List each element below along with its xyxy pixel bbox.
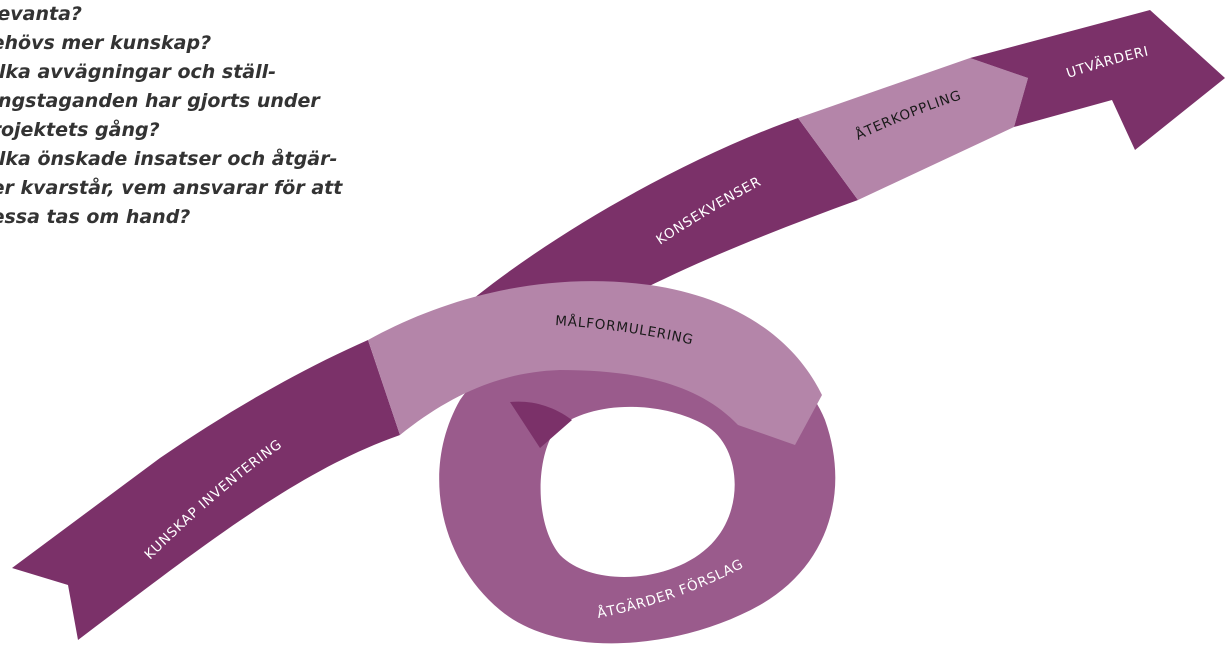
question-line: behövs mer kunskap? bbox=[0, 32, 212, 54]
ribbon-notch bbox=[510, 401, 572, 448]
reflection-questions: elevanta? behövs mer kunskap? Vilka avvä… bbox=[0, 0, 342, 232]
ribbon-utvardering bbox=[970, 10, 1225, 150]
question-line: dessa tas om hand? bbox=[0, 206, 191, 228]
ribbon-malformulering bbox=[368, 281, 822, 445]
question-line: elevanta? bbox=[0, 3, 82, 25]
ribbon-kunskap bbox=[12, 340, 400, 640]
question-line: Vilka avvägningar och ställ- bbox=[0, 61, 277, 83]
question-line: projektets gång? bbox=[0, 119, 160, 141]
ribbon-aterkoppling bbox=[798, 58, 1028, 200]
question-line: Vilka önskade insatser och åtgär- bbox=[0, 148, 338, 170]
question-line: ningstaganden har gjorts under bbox=[0, 90, 320, 112]
question-line: der kvarstår, vem ansvarar för att bbox=[0, 177, 343, 199]
